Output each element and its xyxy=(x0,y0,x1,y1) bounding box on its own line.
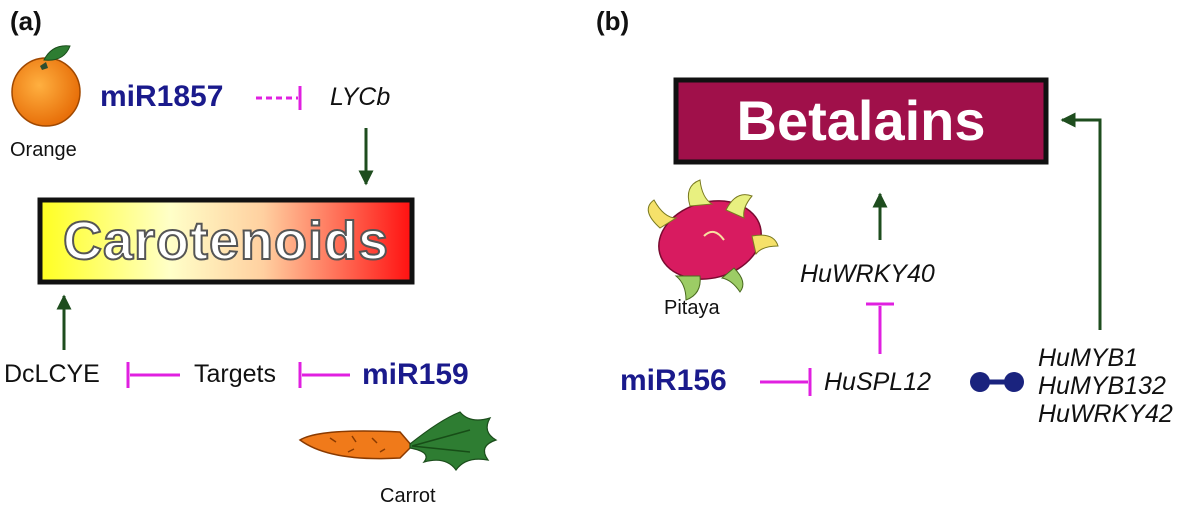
betalains-box xyxy=(673,77,1049,165)
dclcye-node: DcLCYE xyxy=(4,360,100,388)
huspl12-node: HuSPL12 xyxy=(824,368,932,396)
carrot-icon xyxy=(298,411,498,472)
panel-b-label: (b) xyxy=(596,6,630,36)
carrot-caption: Carrot xyxy=(380,485,436,507)
mir159-node: miR159 xyxy=(362,358,469,391)
mir1857-inhibition-edge xyxy=(256,86,302,110)
humyb1-node: HuMYB1 xyxy=(1038,344,1139,372)
targets-node: Targets xyxy=(194,360,276,388)
orange-icon xyxy=(11,45,81,127)
pitaya-caption: Pitaya xyxy=(664,297,720,319)
targets-inhibition-edge xyxy=(126,362,180,388)
orange-caption: Orange xyxy=(10,139,77,161)
panel-a-label: (a) xyxy=(10,6,42,36)
mir156-inhibition-edge xyxy=(760,368,812,396)
humyb132-node: HuMYB132 xyxy=(1038,372,1166,400)
betalains-label: Betalains xyxy=(736,89,986,152)
mir1857-node: miR1857 xyxy=(100,80,224,113)
humyb-activation-arrow xyxy=(1060,112,1102,330)
mir159-inhibition-edge xyxy=(298,362,350,388)
huwrky42-node: HuWRKY42 xyxy=(1038,400,1173,428)
huspl12-inhibition-edge xyxy=(866,302,894,354)
mir156-node: miR156 xyxy=(620,364,727,397)
pitaya-icon xyxy=(647,179,779,301)
carotenoids-box xyxy=(37,197,415,285)
interaction-dots-icon xyxy=(970,372,1024,392)
carotenoids-label: Carotenoids xyxy=(62,211,390,271)
huwrky40-node: HuWRKY40 xyxy=(800,260,935,288)
lycb-node: LYCb xyxy=(330,83,391,111)
